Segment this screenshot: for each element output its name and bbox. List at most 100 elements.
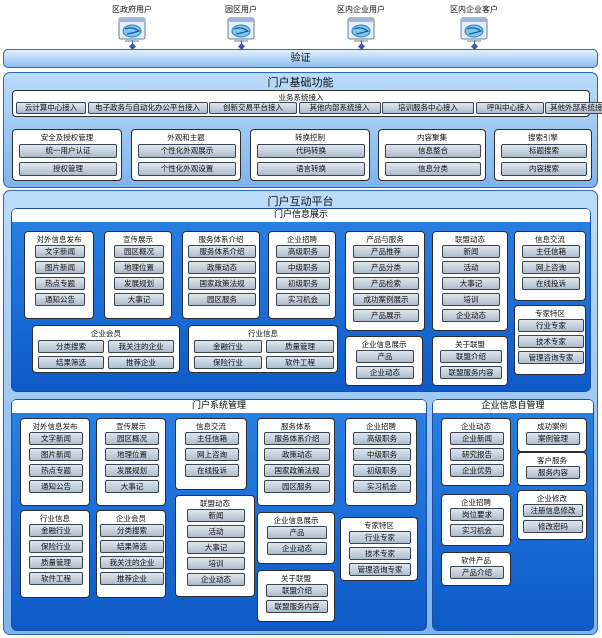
- base-functions-panel: 门户基础功能业务系统接入云计算中心接入电子政务与自动化办公平台接入创新交易平台接…: [3, 72, 602, 188]
- group-item: 服务内容: [526, 466, 580, 479]
- group-title: 联盟动态: [455, 235, 485, 244]
- info-group: 对外信息发布文字新闻图片新闻热点专题通知公告: [20, 418, 90, 506]
- group-title: 内容聚集: [417, 133, 447, 142]
- group-item: 国家政策法规: [188, 277, 256, 290]
- info-group: 软件产品产品介绍: [441, 552, 511, 586]
- browser-globe-icon: [455, 17, 493, 42]
- group-item: 文字新闻: [35, 245, 85, 258]
- group-item: 研究报告: [450, 448, 504, 461]
- info-group: 企业动态企业新闻研究报告企业优势: [441, 418, 511, 486]
- group-item: 成功案例展示: [353, 293, 419, 306]
- browser-globe-icon: [342, 17, 380, 42]
- group-item: 政策动态: [188, 261, 256, 274]
- group-item: 发展规划: [105, 464, 159, 477]
- biz-title: 业务系统接入: [278, 93, 324, 102]
- group-item: 实习机会: [276, 293, 330, 306]
- group-item: 文字新闻: [29, 432, 83, 445]
- info-group: 对外信息发布文字新闻图片新闻热点专题通知公告: [24, 231, 94, 319]
- group-item: 企业动态: [187, 573, 245, 586]
- group-item: 统一用户认证: [19, 144, 117, 158]
- group-item: 主任信箱: [522, 245, 580, 258]
- user-label: 区内企业客户: [450, 5, 498, 14]
- group-title: 客户服务: [537, 456, 567, 465]
- group-item: 初级职务: [353, 464, 411, 477]
- group-item: 新闻: [187, 509, 245, 522]
- group-item: 培训: [187, 557, 245, 570]
- group-title: 联盟动态: [200, 499, 230, 508]
- group-item: 服务体系介绍: [264, 432, 330, 445]
- group-item: 软件工程: [266, 356, 334, 369]
- group-item: 产品介绍: [450, 566, 504, 579]
- info-group: 企业招聘岗位要求实习机会: [441, 494, 511, 546]
- group-item: 信息分类: [385, 162, 481, 176]
- biz-item: 云计算中心接入: [16, 102, 86, 114]
- group-item: 通知公告: [35, 293, 85, 306]
- group-item: 园区概况: [105, 432, 159, 445]
- group-title: 企业动态: [461, 422, 491, 431]
- group-item: 主任信箱: [185, 432, 239, 445]
- group-item: 在线投诉: [522, 277, 580, 290]
- group-item: 大事记: [187, 541, 245, 554]
- info-group: 行业信息金融行业质量管理保险行业软件工程: [188, 325, 338, 373]
- group-item: 产品推荐: [353, 245, 419, 258]
- group-item: 产品: [356, 350, 414, 363]
- base-group: 安全及授权管理统一用户认证授权管理: [12, 129, 122, 181]
- group-item: 联盟介绍: [266, 584, 328, 597]
- biz-item: 呼叫中心接入: [475, 102, 544, 114]
- info-group: 行业信息金融行业保险行业质量管理软件工程: [20, 510, 90, 598]
- group-item: 技术专家: [349, 547, 411, 560]
- group-item: 推荐企业: [108, 356, 174, 369]
- group-title: 服务体系: [281, 422, 311, 431]
- info-group: 宣传展示园区概况地理位置发展规划大事记: [104, 231, 172, 319]
- info-group: 企业修改注册信息修改修改密码: [517, 490, 587, 540]
- group-item: 标题搜索: [501, 144, 587, 158]
- group-item: 初级职务: [276, 277, 330, 290]
- info-group: 企业招聘高级职务中级职务初级职务实习机会: [268, 231, 336, 319]
- group-item: 注册信息修改: [523, 504, 583, 517]
- group-item: 我关注的企业: [108, 340, 174, 353]
- group-item: 大事记: [114, 293, 164, 306]
- group-item: 网上咨询: [522, 261, 580, 274]
- group-item: 中级职务: [276, 261, 330, 274]
- group-item: 园区服务: [188, 293, 256, 306]
- biz-item: 电子政务与自动化办公平台接入: [87, 102, 208, 114]
- group-item: 结果筛选: [100, 540, 164, 553]
- group-item: 高级职务: [353, 432, 411, 445]
- group-item: 园区概况: [114, 245, 164, 258]
- group-item: 企业动态: [267, 542, 327, 555]
- group-title: 关于联盟: [455, 340, 485, 349]
- group-title: 软件产品: [461, 556, 491, 565]
- base-title: 门户基础功能: [267, 76, 334, 89]
- group-item: 政策动态: [264, 448, 330, 461]
- group-item: 金融行业: [194, 340, 262, 353]
- group-item: 管理咨询专家: [518, 351, 584, 364]
- group-title: 外观和主题: [167, 133, 205, 142]
- group-title: 企业信息展示: [361, 340, 407, 349]
- info-group: 企业会员分类搜索我关注的企业结果筛选推荐企业: [32, 325, 180, 373]
- info-group: 关于联盟联盟介绍联盟服务内容: [257, 570, 335, 622]
- group-title: 企业招聘: [461, 498, 491, 507]
- group-item: 在线投诉: [185, 464, 239, 477]
- group-item: 企业动态: [442, 309, 500, 322]
- group-item: 通知公告: [29, 480, 83, 493]
- group-title: 对外信息发布: [32, 422, 78, 431]
- user-node: 区内企业客户: [450, 4, 498, 48]
- group-item: 联盟服务内容: [266, 600, 328, 613]
- group-title: 信息交流: [535, 235, 565, 244]
- group-item: 代码转换: [257, 144, 365, 158]
- group-title: 行业信息: [40, 514, 70, 523]
- group-item: 国家政策法规: [264, 464, 330, 477]
- group-item: 图片新闻: [35, 261, 85, 274]
- info-group: 关于联盟联盟介绍联盟服务内容: [432, 336, 508, 386]
- sysmgmt-title: 门户系统管理: [12, 400, 426, 413]
- group-item: 软件工程: [29, 572, 83, 585]
- info-group: 客户服务服务内容: [517, 452, 587, 486]
- group-item: 实习机会: [450, 524, 504, 537]
- biz-item: 其他内部系统接入: [298, 102, 381, 114]
- group-title: 对外信息发布: [36, 235, 82, 244]
- group-item: 培训: [442, 293, 500, 306]
- browser-globe-icon: [113, 17, 151, 42]
- group-item: 个性化外观设置: [138, 162, 236, 176]
- info-group: 信息交流主任信箱网上咨询在线投诉: [514, 231, 586, 301]
- group-title: 信息交流: [196, 422, 226, 431]
